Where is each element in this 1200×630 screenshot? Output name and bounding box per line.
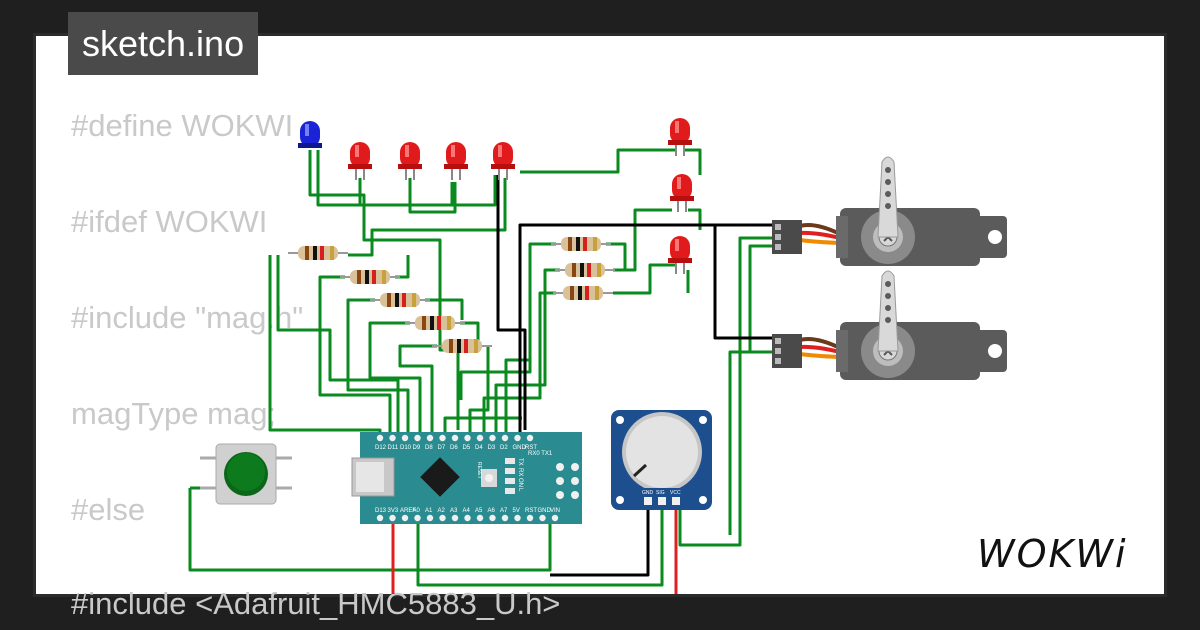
board-pin-label-bottom: GND [538, 508, 552, 514]
resistor-1[interactable] [287, 245, 349, 261]
resistor-3[interactable] [369, 292, 431, 308]
resistor-2[interactable] [339, 269, 401, 285]
board-pin-top[interactable] [489, 434, 496, 442]
resistor-4[interactable] [404, 315, 466, 331]
board-pin-top[interactable] [501, 434, 509, 442]
board-pin-label-top: D4 [475, 445, 483, 451]
pot-vcc-label: VCC [670, 490, 681, 496]
led-red-4[interactable] [490, 141, 516, 181]
board-pin-bottom[interactable] [489, 514, 496, 522]
board-pin-top[interactable] [526, 434, 534, 442]
board-pin-label-bottom: A2 [438, 508, 446, 514]
board-pin-top[interactable] [414, 434, 421, 442]
led-red-1[interactable] [347, 141, 373, 181]
board-pin-bottom[interactable] [439, 514, 446, 522]
board-pin-bottom[interactable] [389, 514, 396, 522]
board-pin-label-bottom: D13 [375, 508, 387, 514]
board-pin-label-top: D7 [438, 445, 446, 451]
board-pin-label-top: GND [513, 445, 527, 451]
board-pin-label-bottom: A5 [475, 508, 483, 514]
potentiometer[interactable]: GND SIG VCC [611, 410, 712, 510]
board-pin-label-bottom: VIN [550, 508, 560, 514]
push-button[interactable] [200, 443, 292, 505]
led-red-3[interactable] [443, 141, 469, 181]
board-on-label: ON [517, 478, 523, 487]
resistor-7[interactable] [554, 262, 616, 278]
board-pin-label-bottom: A3 [450, 508, 458, 514]
code-line-5: #else [71, 492, 146, 527]
board-pin-label-bottom: A1 [425, 508, 433, 514]
servo-2[interactable] [772, 270, 1008, 381]
board-pin-bottom[interactable] [426, 514, 434, 522]
board-pin-label-bottom: A4 [463, 508, 471, 514]
board-pin-label-top: D2 [500, 445, 508, 451]
board-pin-bottom[interactable] [376, 514, 384, 522]
board-pin-top[interactable] [451, 434, 459, 442]
board-pin-bottom[interactable] [514, 514, 521, 522]
wokwi-logo-text: WOKWi [977, 532, 1128, 576]
board-pin-top[interactable] [476, 434, 484, 442]
resistor-6[interactable] [550, 236, 612, 252]
board-pin-bottom[interactable] [401, 514, 409, 522]
resistor-8[interactable] [552, 285, 614, 301]
code-line-6: #include <Adafruit_HMC5883_U.h> [71, 586, 561, 621]
board-pin-label-top: D3 [488, 445, 496, 451]
board-pin-bottom[interactable] [451, 514, 459, 522]
board-pin-label-bottom: A0 [413, 508, 421, 514]
board-l-label: L [517, 488, 523, 492]
board-tx-label: TX [517, 458, 523, 466]
board-pin-bottom[interactable] [476, 514, 484, 522]
wokwi-logo: WOKWi [977, 532, 1128, 576]
board-pin-top[interactable] [401, 434, 409, 442]
board-pin-label-top: D10 [400, 445, 412, 451]
board-pin-label-top: D11 [388, 445, 399, 451]
board-rx-tx-label: RX0 TX1 [528, 451, 553, 457]
board-pin-top[interactable] [464, 434, 471, 442]
board-rx-label: RX [517, 468, 523, 476]
led-blue[interactable] [298, 121, 322, 148]
board-pin-bottom[interactable] [526, 514, 534, 522]
board-pin-bottom[interactable] [501, 514, 509, 522]
board-pin-bottom[interactable] [464, 514, 471, 522]
board-pin-label-bottom: A6 [488, 508, 496, 514]
servo-1[interactable] [772, 156, 1008, 267]
code-line-2: #ifdef WOKWI [71, 204, 268, 239]
board-pin-label-top: D5 [463, 445, 471, 451]
led-red-2[interactable] [397, 141, 423, 181]
board-pin-top[interactable] [514, 434, 521, 442]
board-pin-label-bottom: 5V [513, 508, 520, 514]
board-pin-bottom[interactable] [551, 514, 559, 522]
board-pin-label-top: D9 [413, 445, 421, 451]
board-pin-label-bottom: RST [525, 508, 537, 514]
board-pin-top[interactable] [376, 434, 384, 442]
board-pin-label-top: D6 [450, 445, 458, 451]
board-pin-bottom[interactable] [539, 514, 546, 522]
file-tab[interactable]: sketch.ino [68, 12, 259, 75]
board-pin-bottom[interactable] [414, 514, 421, 522]
board-pin-top[interactable] [439, 434, 446, 442]
board-pin-label-top: D12 [375, 445, 387, 451]
code-line-4: magType mag; [71, 396, 277, 431]
board-pin-label-bottom: AREF [400, 508, 416, 514]
board-pin-top[interactable] [426, 434, 434, 442]
code-line-1: #define WOKWI [71, 108, 294, 143]
code-line-3: #include "mag.h" [71, 300, 304, 335]
board-pin-label-top: D8 [425, 445, 433, 451]
board-reset-label: RESET [476, 462, 482, 479]
board-pin-label-bottom: A7 [500, 508, 508, 514]
pot-gnd-label: GND [642, 490, 654, 496]
board-pin-top[interactable] [389, 434, 396, 442]
board-pin-label-bottom: 3V3 [388, 508, 399, 514]
pot-sig-label: SIG [656, 490, 665, 496]
led-red-7[interactable] [667, 235, 693, 275]
board-pin-label-top: RST [525, 445, 537, 451]
led-red-6[interactable] [669, 173, 695, 213]
